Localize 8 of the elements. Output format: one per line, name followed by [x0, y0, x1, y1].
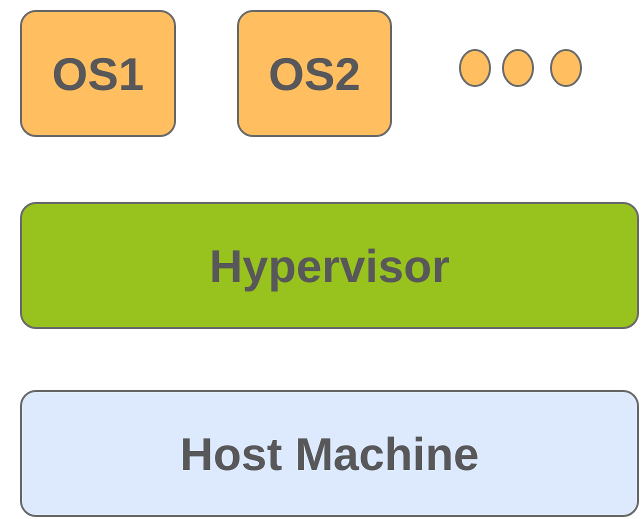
os-box — [20, 10, 176, 137]
os-box — [237, 10, 392, 137]
box-label: Host Machine — [180, 426, 480, 480]
box-label: OS2 — [268, 46, 361, 100]
box-label: Hypervisor — [209, 238, 450, 292]
box-label: OS1 — [52, 46, 144, 100]
host-machine-bar — [20, 390, 639, 517]
hypervisor-bar — [20, 202, 639, 329]
